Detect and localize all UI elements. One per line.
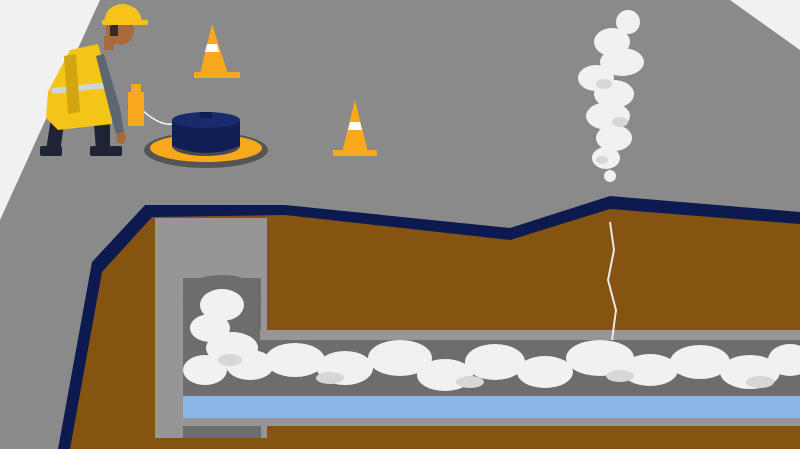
water-floor xyxy=(183,418,800,426)
traffic-cone-icon xyxy=(194,24,240,78)
worker-figure-icon xyxy=(40,4,148,156)
smoke-plume-shade xyxy=(596,79,628,164)
pipe-smoke-shade xyxy=(218,354,774,388)
traffic-cone-icon xyxy=(333,100,377,156)
water-channel xyxy=(183,396,800,418)
smoke-blower-icon xyxy=(128,84,268,168)
ground-crack-icon xyxy=(606,221,618,341)
